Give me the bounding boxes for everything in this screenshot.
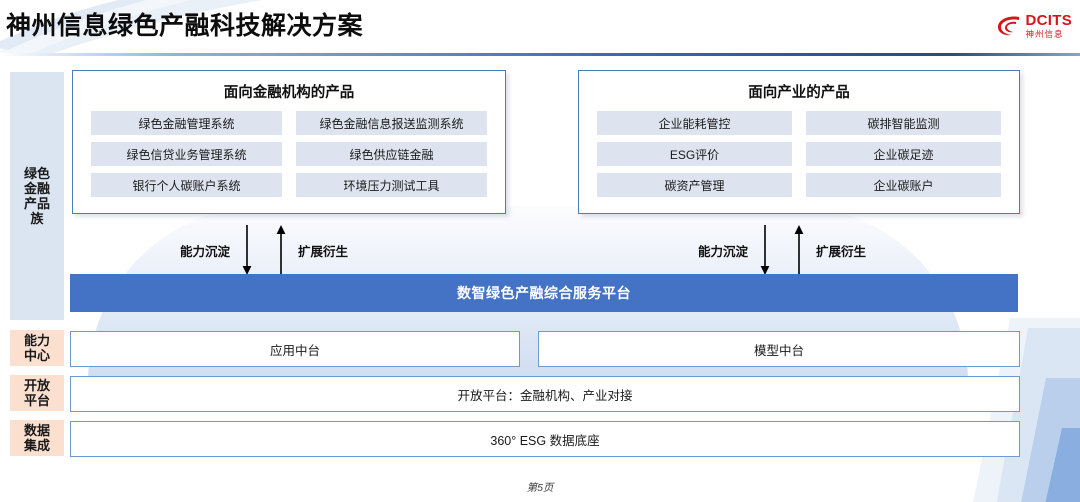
sidebar-label-0: 绿色 金融 产品 族 bbox=[23, 165, 50, 227]
product-tile[interactable]: 绿色金融信息报送监测系统 bbox=[296, 111, 487, 135]
product-tile[interactable]: 碳资产管理 bbox=[597, 173, 792, 197]
logo-text-en: DCITS bbox=[1025, 12, 1072, 30]
sidebar-label-3: 数据 集成 bbox=[23, 422, 50, 453]
panel-title-1: 面向产业的产品 bbox=[748, 85, 850, 101]
platform-bar[interactable]: 数智绿色产融综合服务平台 bbox=[70, 274, 1018, 312]
row-application-center[interactable]: 应用中台 bbox=[70, 331, 520, 367]
sidebar-item-green-finance-products: 绿色 金融 产品 族 bbox=[10, 72, 64, 320]
product-tile[interactable]: 银行个人碳账户系统 bbox=[91, 173, 282, 197]
brand-logo: DCITS 神州信息 bbox=[996, 8, 1073, 44]
row-open-platform[interactable]: 开放平台：金融机构、产业对接 bbox=[70, 376, 1020, 412]
arrow-label-expansion-derivation: 扩展衍生 bbox=[298, 244, 349, 259]
arrow-label-capability-precipitation: 能力沉淀 bbox=[698, 244, 749, 259]
arrow-label-expansion-derivation: 扩展衍生 bbox=[816, 244, 867, 259]
page-title: 神州信息绿色产融科技解决方案 bbox=[6, 12, 364, 40]
panel-financial-institution-products: 面向金融机构的产品 绿色金融管理系统 绿色金融信息报送监测系统 绿色信贷业务管理… bbox=[72, 70, 506, 214]
page-number: 第5页 bbox=[526, 482, 554, 494]
product-tile[interactable]: 碳排智能监测 bbox=[806, 111, 1001, 135]
sidebar-label-2: 开放 平台 bbox=[23, 377, 50, 408]
product-tile[interactable]: 绿色信贷业务管理系统 bbox=[91, 142, 282, 166]
arrow-up-icon bbox=[782, 224, 816, 276]
sidebar-item-capability-center: 能力 中心 bbox=[10, 330, 64, 366]
logo-text-cn: 神州信息 bbox=[1025, 29, 1064, 40]
panel-industry-products: 面向产业的产品 企业能耗管控 碳排智能监测 ESG评价 企业碳足迹 碳资产管理 … bbox=[578, 70, 1020, 214]
arrow-group-left: 能力沉淀 扩展衍生 bbox=[180, 222, 348, 278]
product-tile[interactable]: 企业能耗管控 bbox=[597, 111, 792, 135]
sidebar-item-data-integration: 数据 集成 bbox=[10, 420, 64, 456]
sidebar-label-1: 能力 中心 bbox=[23, 332, 50, 363]
arrow-group-right: 能力沉淀 扩展衍生 bbox=[698, 222, 866, 278]
product-tile[interactable]: ESG评价 bbox=[597, 142, 792, 166]
product-tile[interactable]: 绿色金融管理系统 bbox=[91, 111, 282, 135]
arrow-up-icon bbox=[264, 224, 298, 276]
product-tile[interactable]: 企业碳足迹 bbox=[806, 142, 1001, 166]
dcits-swirl-icon bbox=[996, 14, 1022, 38]
row-model-center[interactable]: 模型中台 bbox=[538, 331, 1020, 367]
arrow-down-icon bbox=[230, 224, 264, 276]
panel-title-0: 面向金融机构的产品 bbox=[223, 85, 355, 101]
arrow-label-capability-precipitation: 能力沉淀 bbox=[180, 244, 231, 259]
tile-grid-0: 绿色金融管理系统 绿色金融信息报送监测系统 绿色信贷业务管理系统 绿色供应链金融… bbox=[73, 102, 505, 197]
arrow-down-icon bbox=[748, 224, 782, 276]
sidebar-item-open-platform: 开放 平台 bbox=[10, 375, 64, 411]
row-data-foundation[interactable]: 360° ESG 数据底座 bbox=[70, 421, 1020, 457]
header-divider bbox=[0, 53, 1080, 56]
slide-header: 神州信息绿色产融科技解决方案 DCITS 神州信息 bbox=[0, 0, 1080, 56]
product-tile[interactable]: 环境压力测试工具 bbox=[296, 173, 487, 197]
product-tile[interactable]: 企业碳账户 bbox=[806, 173, 1001, 197]
product-tile[interactable]: 绿色供应链金融 bbox=[296, 142, 487, 166]
tile-grid-1: 企业能耗管控 碳排智能监测 ESG评价 企业碳足迹 碳资产管理 企业碳账户 bbox=[579, 102, 1019, 197]
header-swoosh-decoration bbox=[0, 0, 420, 56]
